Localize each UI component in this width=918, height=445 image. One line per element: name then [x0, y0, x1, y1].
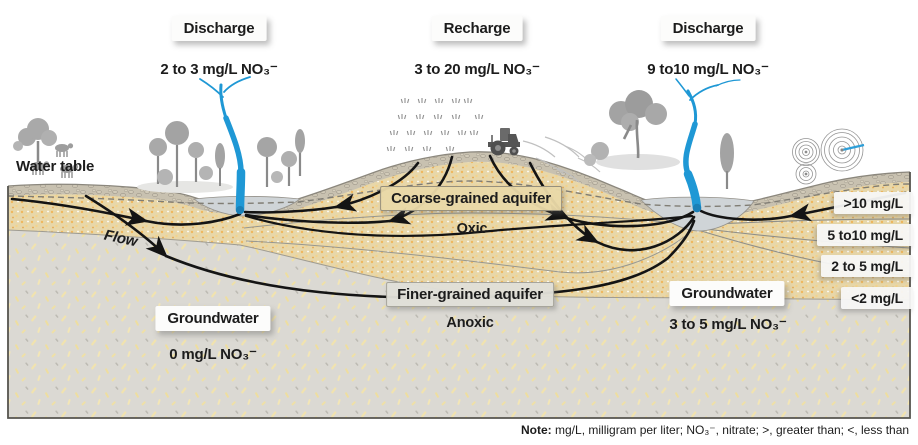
plow-rows	[522, 136, 601, 183]
legend-item-2to5: 2 to 5 mg/L	[821, 255, 913, 277]
footnote-text: mg/L, milligram per liter; NO₃⁻, nitrate…	[555, 423, 910, 437]
recharge-box: Recharge	[431, 16, 523, 41]
cattle-icons	[31, 143, 79, 178]
discharge-left-box: Discharge	[171, 16, 267, 41]
stream-right	[675, 78, 741, 213]
legend-item-lt2: <2 mg/L	[841, 287, 913, 309]
legend-item-gt10: >10 mg/L	[833, 192, 913, 214]
groundwater-right-box: Groundwater	[669, 281, 785, 306]
anoxic-label: Anoxic	[446, 315, 494, 331]
groundwater-left-label: Groundwater	[167, 310, 259, 327]
tractor-icon	[488, 128, 520, 156]
footnote-label: Note:	[521, 423, 552, 437]
coarse-aquifer-box: Coarse-grained aquifer	[380, 186, 562, 211]
water-table-line	[7, 180, 911, 208]
discharge-right-value: 9 to10 mg/L NO₃⁻	[647, 61, 769, 78]
crop-field	[386, 97, 484, 152]
groundwater-right-value: 3 to 5 mg/L NO₃⁻	[669, 316, 787, 333]
tree-grove-far-left	[13, 118, 57, 167]
recharge-value: 3 to 20 mg/L NO₃⁻	[414, 61, 540, 78]
water-table-label: Water table	[16, 158, 95, 175]
finer-aquifer-box: Finer-grained aquifer	[386, 282, 554, 307]
recharge-label: Recharge	[443, 20, 511, 37]
tree-grove-right	[584, 90, 734, 189]
tree-grove-left-of-stream	[137, 121, 233, 193]
stream-left	[199, 76, 251, 215]
discharge-right-box: Discharge	[660, 16, 756, 41]
tree-grove-right-of-stream	[257, 129, 305, 187]
footnote: Note: mg/L, milligram per liter; NO₃⁻, n…	[521, 423, 909, 437]
legend-item-5to10: 5 to10 mg/L	[817, 224, 913, 246]
oxic-label: Oxic	[456, 221, 488, 237]
discharge-left-value: 2 to 3 mg/L NO₃⁻	[160, 61, 278, 78]
groundwater-left-box: Groundwater	[155, 306, 271, 331]
irrigation-pivot-circles	[792, 128, 865, 185]
discharge-left-label: Discharge	[183, 20, 255, 37]
groundwater-left-value: 0 mg/L NO₃⁻	[169, 346, 257, 363]
groundwater-flow-arrows	[10, 154, 907, 300]
discharge-right-label: Discharge	[672, 20, 744, 37]
groundwater-right-label: Groundwater	[681, 285, 773, 302]
